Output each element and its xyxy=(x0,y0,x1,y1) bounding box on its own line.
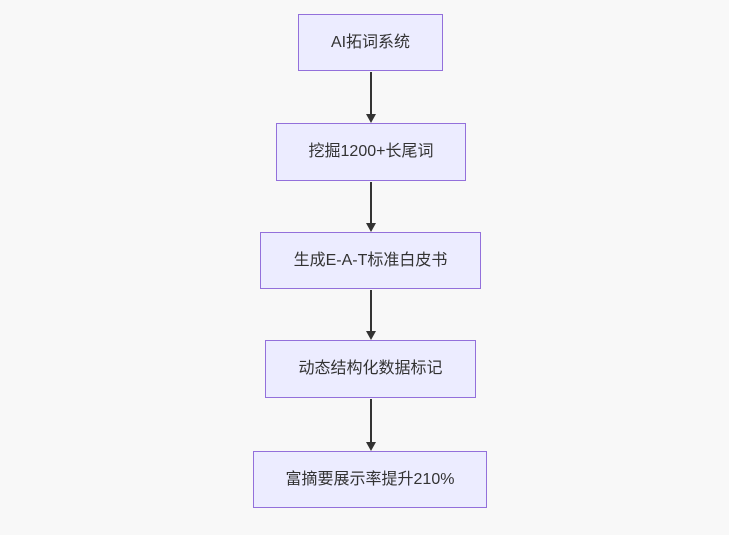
flow-node-label: 富摘要展示率提升210% xyxy=(285,470,455,488)
flow-node-ai-keyword-system: AI拓词系统 xyxy=(298,14,443,71)
flow-node-rich-snippet-result: 富摘要展示率提升210% xyxy=(253,451,487,508)
arrowhead-down-icon xyxy=(366,442,376,451)
flow-node-eat-whitepaper: 生成E-A-T标准白皮书 xyxy=(260,232,481,289)
edge-arrow xyxy=(366,182,376,232)
edge-arrow xyxy=(366,72,376,123)
flow-node-label: 生成E-A-T标准白皮书 xyxy=(293,251,448,269)
arrowhead-down-icon xyxy=(366,223,376,232)
flow-node-label: AI拓词系统 xyxy=(330,33,411,51)
flow-node-label: 挖掘1200+长尾词 xyxy=(308,143,434,161)
flow-node-label: 动态结构化数据标记 xyxy=(298,360,443,378)
edge-arrow xyxy=(366,399,376,451)
flow-node-structured-data-markup: 动态结构化数据标记 xyxy=(265,340,476,398)
arrowhead-down-icon xyxy=(366,331,376,340)
edge-arrow xyxy=(366,290,376,340)
flow-node-longtail-mining: 挖掘1200+长尾词 xyxy=(276,123,466,181)
arrowhead-down-icon xyxy=(366,114,376,123)
